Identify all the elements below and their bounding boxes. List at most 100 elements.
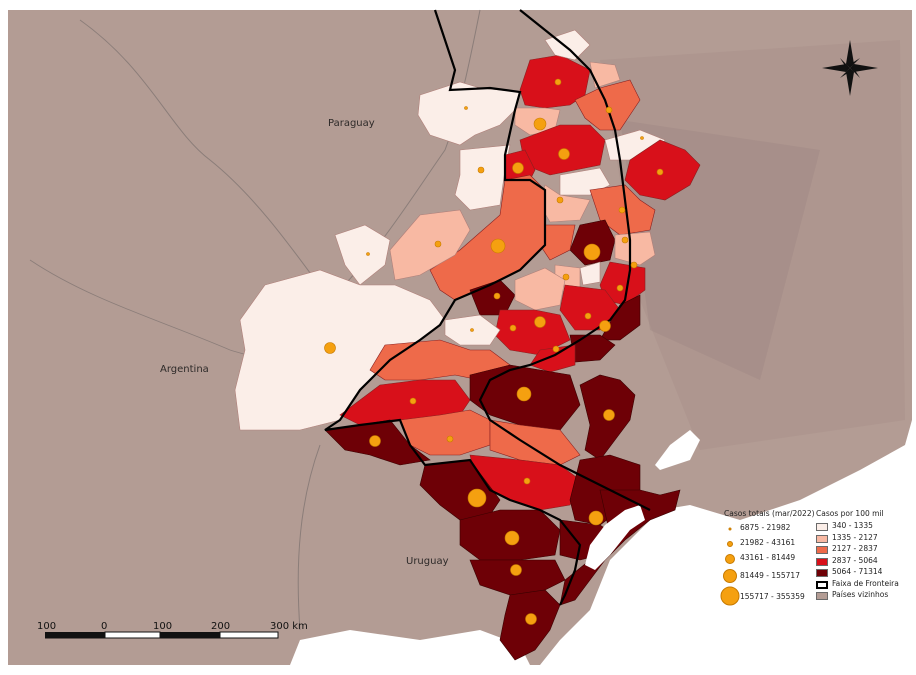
- scale-tick-label: 100: [153, 621, 172, 632]
- country-label-paraguay: Paraguay: [328, 118, 375, 129]
- map-legend: Casos totais (mar/2022) 6875 - 21982 219…: [720, 509, 914, 625]
- color-swatch: [816, 569, 828, 577]
- scale-tick-label: 0: [101, 621, 107, 632]
- bubble-symbol-icon: [728, 527, 732, 530]
- bubble-symbol-icon: [727, 540, 733, 547]
- case-bubble: [324, 342, 336, 354]
- case-bubble: [490, 238, 506, 254]
- color-swatch: [816, 523, 828, 531]
- legend-rate-item: 340 - 1335: [816, 521, 912, 533]
- case-bubble: [366, 252, 370, 256]
- border-strip-line: [478, 9, 651, 511]
- case-bubble: [588, 510, 604, 526]
- region: [589, 61, 621, 89]
- coastal-lagoon: [655, 430, 700, 470]
- country-label-uruguay: Uruguay: [406, 556, 449, 567]
- case-bubble: [477, 166, 485, 174]
- color-swatch: [816, 534, 828, 543]
- case-bubble: [599, 320, 611, 332]
- legend-rate-item: 2837 - 5064: [816, 556, 912, 568]
- legend-rate-item: 2127 - 2837: [816, 544, 912, 556]
- border-strip-line: [324, 9, 582, 606]
- case-bubble: [464, 106, 468, 110]
- bubble-symbol-icon: [720, 586, 740, 606]
- case-bubble: [562, 273, 570, 281]
- bubble-symbol-icon: [723, 568, 737, 583]
- case-bubble: [512, 162, 524, 174]
- case-bubble: [605, 106, 613, 114]
- case-bubble: [446, 435, 454, 443]
- case-bubble: [558, 148, 570, 160]
- legend-rate-title: Casos por 100 mil: [816, 509, 884, 518]
- region: [579, 261, 601, 286]
- case-bubble: [618, 206, 626, 214]
- river: [79, 19, 331, 301]
- region: [454, 144, 511, 211]
- atlantic-ocean: [540, 420, 912, 665]
- bubble-symbol-icon: [725, 553, 735, 564]
- color-swatch: [816, 592, 828, 600]
- lagoa-dos-patos: [585, 505, 645, 570]
- case-bubble: [552, 345, 560, 353]
- river: [297, 444, 321, 631]
- region: [544, 29, 591, 61]
- country-label-argentina: Argentina: [160, 364, 209, 375]
- case-bubble: [467, 488, 487, 508]
- region: [489, 419, 581, 466]
- case-bubble: [534, 316, 546, 328]
- region: [499, 589, 561, 661]
- scale-tick-label: 200: [211, 621, 230, 632]
- region: [514, 267, 566, 311]
- region: [559, 284, 621, 331]
- scale-tick-label: 100: [37, 621, 56, 632]
- case-bubble: [583, 243, 601, 261]
- legend-cases-item: 43161 - 81449: [724, 551, 816, 566]
- case-bubble: [470, 328, 474, 332]
- case-bubble: [621, 236, 629, 244]
- case-bubble: [409, 397, 417, 405]
- legend-border-item: Faixa de Fronteira: [816, 579, 912, 591]
- case-bubble: [369, 435, 381, 447]
- legend-cases-title: Casos totais (mar/2022): [724, 509, 815, 518]
- case-bubble: [656, 168, 664, 176]
- legend-cases-item: 21982 - 43161: [724, 536, 816, 551]
- case-bubble: [603, 409, 615, 421]
- legend-neighbors-item: Países vizinhos: [816, 590, 912, 602]
- compass-rose-icon: [822, 40, 878, 96]
- legend-cases-item: 155717 - 355359: [720, 585, 816, 607]
- case-bubble: [630, 261, 638, 269]
- la-plata-estuary: [290, 630, 530, 665]
- case-bubble: [616, 284, 624, 292]
- scale-bar: 100 0 100 200 300 km: [37, 621, 308, 639]
- legend-rate-item: 5064 - 71314: [816, 567, 912, 579]
- case-bubble: [525, 613, 537, 625]
- region: [417, 81, 521, 146]
- legend-cases-item: 6875 - 21982: [724, 521, 816, 536]
- case-bubble: [510, 564, 522, 576]
- case-bubble: [504, 530, 520, 546]
- legend-cases-column: Casos totais (mar/2022) 6875 - 21982 219…: [720, 509, 816, 607]
- case-bubble: [640, 136, 644, 140]
- case-bubble: [493, 292, 501, 300]
- region: [389, 209, 471, 281]
- region: [469, 559, 566, 596]
- color-swatch: [816, 546, 828, 554]
- region: [334, 224, 391, 286]
- case-bubble: [523, 477, 531, 485]
- border-swatch: [816, 580, 828, 589]
- case-bubble: [434, 240, 442, 248]
- case-bubble: [584, 312, 592, 320]
- color-swatch: [816, 557, 828, 566]
- case-bubbles: [324, 78, 664, 625]
- legend-rate-item: 1335 - 2127: [816, 533, 912, 545]
- scale-tick-label: 300 km: [270, 621, 308, 632]
- legend-cases-item: 81449 - 155717: [723, 566, 816, 585]
- case-bubble: [554, 78, 562, 86]
- case-bubble: [556, 196, 564, 204]
- case-bubble: [516, 386, 532, 402]
- legend-rate-column: Casos por 100 mil 340 - 1335 1335 - 2127…: [816, 509, 912, 602]
- case-bubble: [509, 324, 517, 332]
- relief-shading: [600, 40, 905, 450]
- case-bubble: [533, 117, 547, 131]
